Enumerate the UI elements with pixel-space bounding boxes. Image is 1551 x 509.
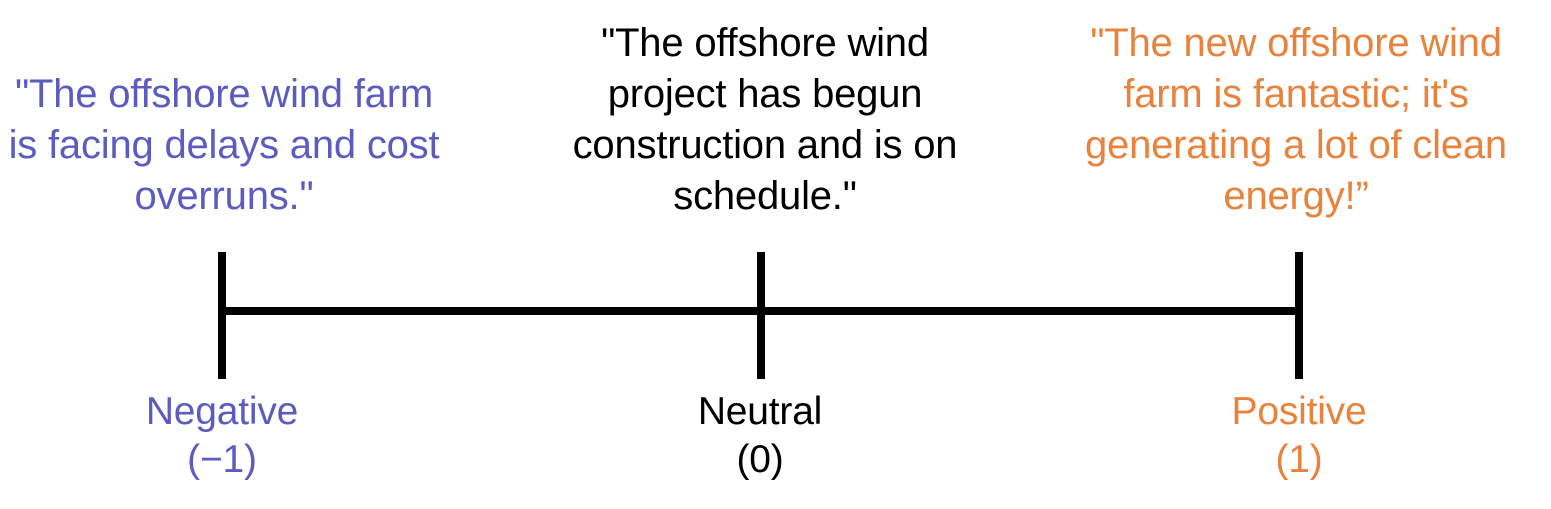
scale-label-neutral-name: Neutral (697, 390, 823, 433)
scale-label-neutral: Neutral (0) (560, 388, 960, 484)
scale-label-positive-name: Positive (1231, 390, 1367, 433)
quote-negative: "The offshore wind farm is facing delays… (8, 72, 440, 218)
scale-label-positive: Positive (1) (1099, 388, 1499, 484)
scale-label-negative-name: Negative (145, 390, 299, 433)
scale-label-negative: Negative (−1) (22, 388, 422, 484)
axis-tick-neutral (757, 252, 765, 379)
scale-label-negative-value: (−1) (187, 438, 257, 481)
quote-positive: "The new offshore wind farm is fantastic… (1085, 21, 1507, 218)
quote-neutral: "The offshore wind project has begun con… (572, 21, 958, 218)
scale-label-positive-value: (1) (1275, 438, 1323, 481)
axis-tick-negative (218, 252, 226, 379)
scale-label-neutral-value: (0) (736, 438, 784, 481)
axis-tick-positive (1295, 252, 1303, 379)
